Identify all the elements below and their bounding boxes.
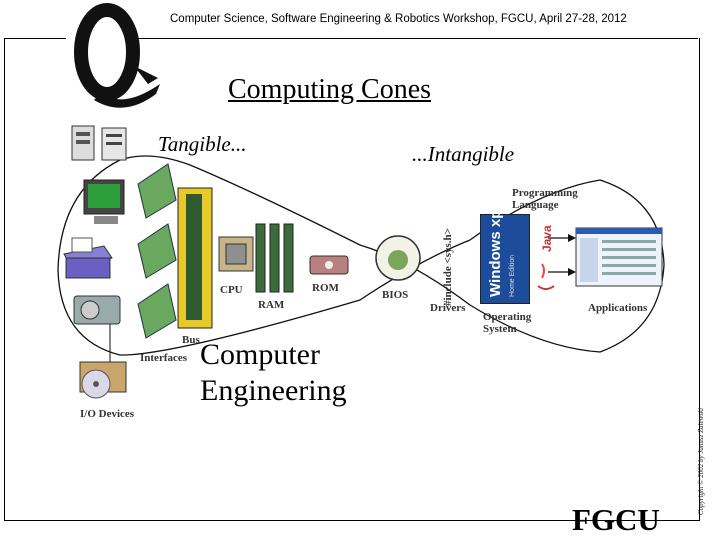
cpu-chip-icon (218, 236, 254, 272)
intangible-label: ...Intangible (412, 142, 515, 166)
computer-engineering-line2: Engineering (200, 374, 347, 407)
frame-top-left (4, 38, 66, 39)
q-logo-icon (74, 3, 160, 108)
windows-subtext: Home Edition (509, 254, 516, 297)
cpu-label: CPU (220, 284, 243, 296)
printer-icon (63, 237, 113, 279)
programming-language-line2: Language (512, 199, 559, 211)
tangible-label: Tangible... (158, 132, 247, 156)
interface-cards-icon (137, 163, 177, 339)
drivers-label: Drivers (430, 302, 466, 314)
programming-language-line1: Programming (512, 187, 578, 199)
bios-label: BIOS (382, 289, 409, 301)
os-label-line1: Operating (483, 311, 532, 323)
computer-engineering-line1: Computer (200, 338, 320, 371)
windows-text: Windows xp (487, 209, 504, 297)
os-label-line2: System (483, 323, 517, 335)
include-label: #include <sys.h> (442, 228, 454, 306)
windows-box-icon: Windows xp Home Edition (480, 210, 530, 304)
bios-badge-icon (375, 235, 421, 281)
java-logo-icon (537, 263, 555, 290)
disk-drive-icon (73, 295, 121, 325)
slide-title: Computing Cones (228, 74, 432, 105)
java-text: Java (540, 225, 554, 252)
rom-label: ROM (312, 282, 339, 294)
io-devices-label: I/O Devices (80, 408, 135, 420)
bus-label: Bus (182, 334, 200, 346)
interfaces-label: Interfaces (140, 352, 188, 364)
ram-modules-icon (255, 223, 294, 293)
fgcu-logo-text: FGCU (572, 502, 660, 537)
tower-pc-icon (71, 125, 127, 161)
cd-drive-icon (79, 361, 127, 399)
ram-label: RAM (258, 299, 285, 311)
applications-label: Applications (588, 302, 648, 314)
application-window-icon (575, 227, 663, 287)
rom-chip-icon (309, 255, 349, 275)
copyright-notice: Copyright © 2002 by Janusz Zalewski (697, 407, 705, 515)
slide-frame (4, 38, 700, 521)
bus-board-icon (177, 187, 213, 329)
frame-top-right (138, 38, 698, 39)
workshop-header: Computer Science, Software Engineering &… (170, 13, 627, 25)
monitor-icon (83, 179, 125, 224)
